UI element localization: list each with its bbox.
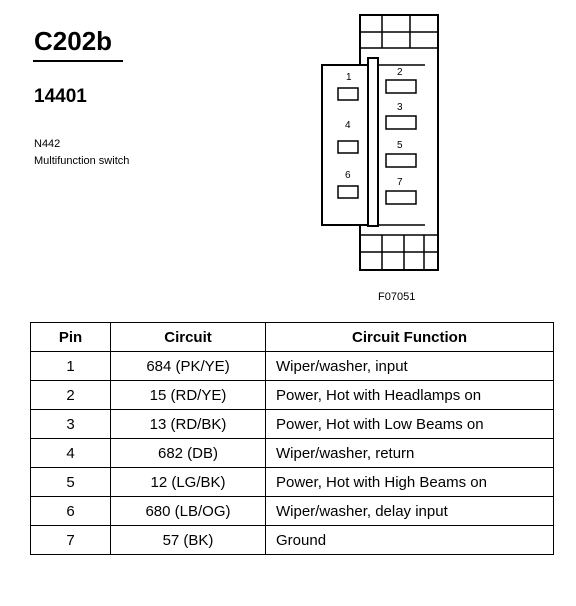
circuit-cell: 57 (BK) [110,525,266,555]
top-latch-grid [360,15,438,49]
pin-label-2: 2 [397,67,403,78]
component-name: Multifunction switch [34,155,130,167]
title-underline [33,60,123,62]
table-row: 5 12 (LG/BK) Power, Hot with High Beams … [30,467,554,497]
function-cell: Wiper/washer, delay input [265,496,554,526]
function-cell: Ground [265,525,554,555]
table-row: 2 15 (RD/YE) Power, Hot with Headlamps o… [30,380,554,410]
header-circuit-function: Circuit Function [265,322,554,352]
pin-label-4: 4 [345,120,351,131]
table-row: 1 684 (PK/YE) Wiper/washer, input [30,351,554,381]
pinout-table: Pin Circuit Circuit Function 1 684 (PK/Y… [30,322,554,555]
pin-cell: 7 [30,525,111,555]
bottom-latch-grid [360,234,438,270]
function-cell: Power, Hot with High Beams on [265,467,554,497]
pin-label-1: 1 [346,72,352,83]
pin-cavity-5 [385,153,417,168]
pin-cell: 5 [30,467,111,497]
circuit-cell: 684 (PK/YE) [110,351,266,381]
center-divider [367,57,379,227]
pin-cavity-2 [385,79,417,94]
header-circuit: Circuit [110,322,266,352]
pin-cavity-4 [337,140,359,154]
component-code: N442 [34,138,61,150]
pin-cell: 2 [30,380,111,410]
table-header-row: Pin Circuit Circuit Function [30,322,554,352]
header-pin: Pin [30,322,111,352]
circuit-cell: 15 (RD/YE) [110,380,266,410]
circuit-cell: 12 (LG/BK) [110,467,266,497]
pin-label-5: 5 [397,140,403,151]
circuit-cell: 13 (RD/BK) [110,409,266,439]
figure-id: F07051 [378,291,416,303]
function-cell: Wiper/washer, input [265,351,554,381]
pin-cavity-1 [337,87,359,101]
circuit-cell: 682 (DB) [110,438,266,468]
table-row: 4 682 (DB) Wiper/washer, return [30,438,554,468]
table-row: 7 57 (BK) Ground [30,525,554,555]
pin-label-3: 3 [397,102,403,113]
pin-cell: 3 [30,409,111,439]
pin-cavity-3 [385,115,417,130]
pin-label-7: 7 [397,177,403,188]
circuit-cell: 680 (LB/OG) [110,496,266,526]
table-row: 3 13 (RD/BK) Power, Hot with Low Beams o… [30,409,554,439]
pin-label-6: 6 [345,170,351,181]
connector-diagram: 1 4 6 2 3 5 7 [321,14,439,271]
table-row: 6 680 (LB/OG) Wiper/washer, delay input [30,496,554,526]
pin-cell: 1 [30,351,111,381]
function-cell: Power, Hot with Low Beams on [265,409,554,439]
pin-cavity-6 [337,185,359,199]
part-number: 14401 [34,86,87,107]
pin-cell: 4 [30,438,111,468]
function-cell: Wiper/washer, return [265,438,554,468]
connector-title: C202b [34,26,113,56]
pin-cell: 6 [30,496,111,526]
function-cell: Power, Hot with Headlamps on [265,380,554,410]
pin-cavity-7 [385,190,417,205]
